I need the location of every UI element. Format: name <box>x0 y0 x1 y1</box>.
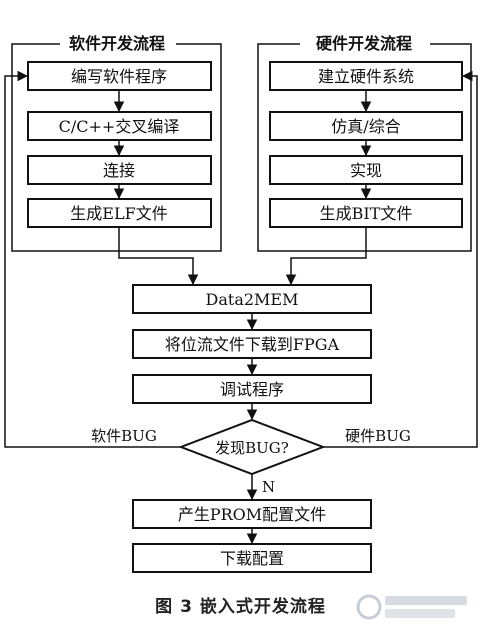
software-title-bg <box>60 36 176 52</box>
figure-caption: 图 3 嵌入式开发流程 <box>155 597 326 617</box>
elf-to-data2mem-arrow <box>118 227 199 286</box>
sw-step-generate-elf-label: 生成ELF文件 <box>70 204 167 223</box>
software-flow-group: 软件开发流程 编写软件程序 C/C++交叉编译 连接 生成ELF文件 <box>11 34 222 252</box>
step-download-config-label: 下载配置 <box>220 549 284 568</box>
step-data2mem <box>132 284 372 314</box>
hw-step-simulate-synthesize-label: 仿真/综合 <box>331 117 400 136</box>
software-bug-label: 软件BUG <box>91 427 157 445</box>
hw-step-implement-label: 实现 <box>350 161 382 180</box>
hardware-flow-group: 硬件开发流程 建立硬件系统 仿真/综合 实现 生成BIT文件 <box>257 34 472 252</box>
watermark-logo <box>356 594 467 620</box>
sw-step-link <box>27 155 212 185</box>
hw-step-generate-bit-label: 生成BIT文件 <box>320 204 413 223</box>
hw-step-generate-bit <box>269 198 463 228</box>
hardware-bug-label: 硬件BUG <box>345 427 411 445</box>
hw-step-build-system-label: 建立硬件系统 <box>318 67 414 86</box>
step-debug-program <box>132 374 372 404</box>
bit-to-data2mem-arrow <box>285 227 367 286</box>
step-download-config <box>132 543 372 573</box>
sw-step-cross-compile-label: C/C++交叉编译 <box>59 117 180 136</box>
decision-found-bug-label: 发现BUG? <box>215 439 289 457</box>
step-generate-prom-label: 产生PROM配置文件 <box>178 505 326 524</box>
sw-step-write-program <box>27 61 212 91</box>
step-data2mem-label: Data2MEM <box>206 290 299 309</box>
sw-step-link-label: 连接 <box>103 161 135 180</box>
hardware-title-bg <box>300 36 430 52</box>
software-flow-title: 软件开发流程 <box>69 34 165 53</box>
sw-step-write-program-label: 编写软件程序 <box>71 67 167 86</box>
hardware-flow-title: 硬件开发流程 <box>316 34 412 53</box>
step-download-to-fpga-label: 将位流文件下载到FPGA <box>165 335 340 354</box>
hardware-bug-loop <box>323 70 478 448</box>
no-branch-label: N <box>262 478 275 496</box>
step-debug-program-label: 调试程序 <box>220 380 284 399</box>
software-bug-loop <box>4 70 181 448</box>
